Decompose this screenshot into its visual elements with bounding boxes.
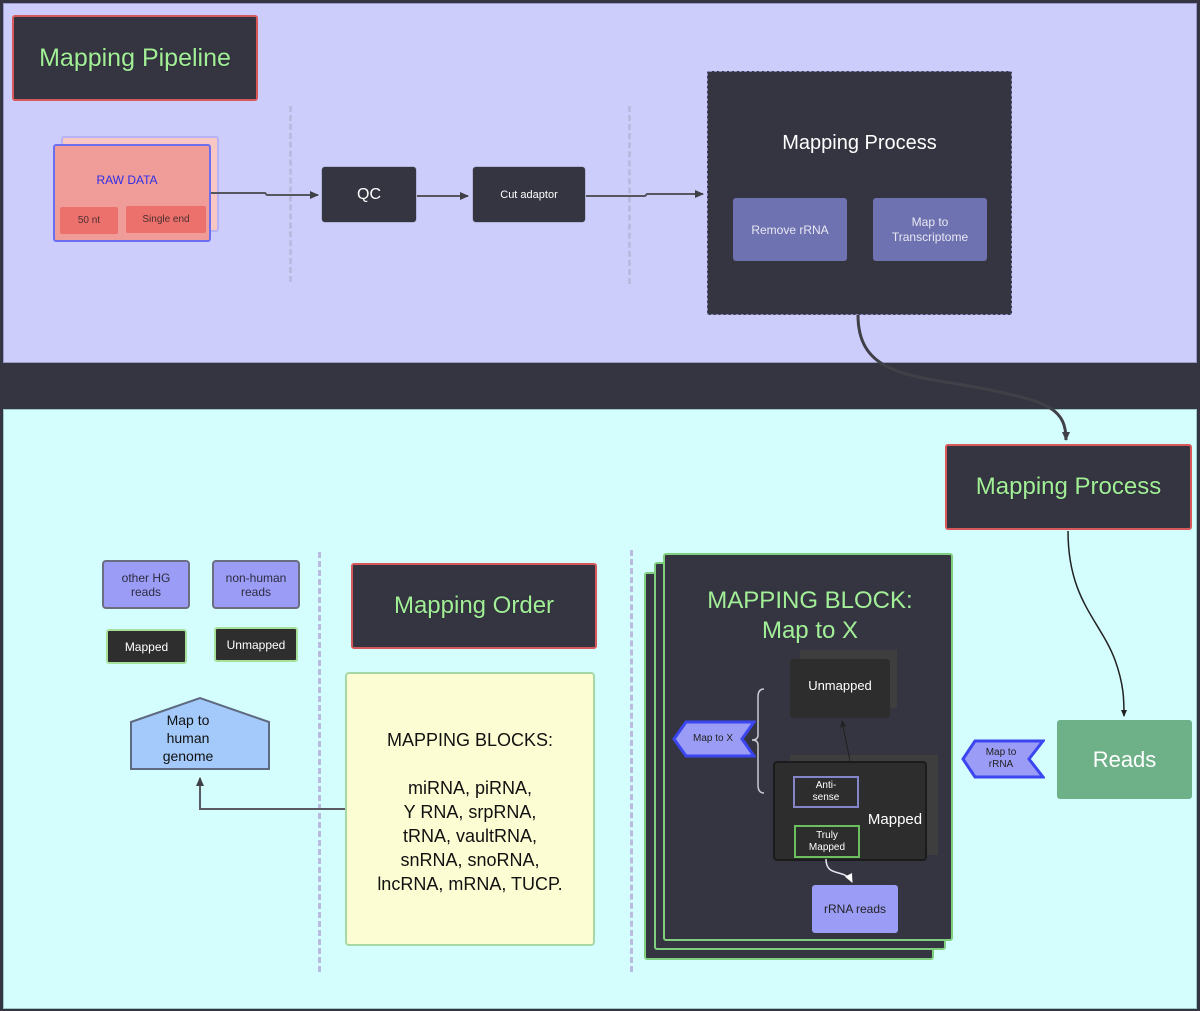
antisense-node[interactable]: Anti-sense (793, 776, 859, 808)
map-to-transcriptome-step[interactable]: Map to Transcriptome (873, 198, 987, 261)
map-to-human-genome-shape[interactable] (128, 695, 272, 772)
reads-node[interactable]: Reads (1057, 720, 1192, 799)
mapping-block-title-line1: MAPPING BLOCK: (707, 587, 913, 614)
mapping-blocks-heading: MAPPING BLOCKS: (386, 730, 554, 750)
mapping-process-title-text: Mapping Process (975, 473, 1162, 500)
qc-label: QC (357, 185, 381, 203)
rrna-reads-node[interactable]: rRNA reads (812, 885, 898, 933)
legend-mapped-label: Mapped (124, 639, 169, 654)
remove-rrna-label: Remove rRNA (751, 222, 829, 237)
qc-node[interactable]: QC (322, 167, 416, 222)
mapping-blocks-line: snRNA, snoRNA, (400, 850, 540, 870)
mapping-blocks-line: miRNA, piRNA, (407, 778, 532, 798)
mapping-pipeline-title-text: Mapping Pipeline (39, 43, 231, 72)
tag-single-end: Single end (126, 206, 206, 233)
legend-mapped: Mapped (106, 629, 187, 664)
truly-mapped-label: Truly Mapped (808, 829, 846, 853)
mapping-pipeline-title[interactable]: Mapping Pipeline (12, 15, 258, 101)
legend-non-human-reads: non-human reads (212, 560, 300, 609)
map-to-x-label: Map to X (692, 732, 734, 744)
mapping-block-title-line2: Map to X (761, 617, 859, 644)
mapping-blocks-note[interactable]: MAPPING BLOCKS: miRNA, piRNA, Y RNA, srp… (345, 672, 595, 946)
map-to-transcriptome-label: Map to Transcriptome (891, 214, 969, 244)
legend-unmapped-label: Unmapped (226, 637, 286, 652)
truly-mapped-node[interactable]: Truly Mapped (794, 825, 860, 858)
reads-label: Reads (1092, 746, 1157, 772)
legend-non-human-reads-label: non-human reads (225, 570, 287, 599)
legend-other-hg-reads-label: other HG reads (121, 570, 171, 599)
raw-data-node[interactable]: RAW DATA 50 nt Single end (53, 144, 211, 242)
map-to-rrna-label: Map to rRNA (985, 747, 1017, 770)
mapping-process-heading: Mapping Process (782, 131, 937, 154)
cut-adaptor-node[interactable]: Cut adaptor (473, 167, 585, 222)
unmapped-node[interactable]: Unmapped (790, 659, 890, 718)
tag-read-length: 50 nt (60, 207, 118, 234)
mapping-order-title[interactable]: Mapping Order (351, 563, 597, 649)
mapping-order-title-text: Mapping Order (393, 592, 555, 619)
map-to-human-genome-label: Map to human genome (162, 712, 214, 764)
divider-3 (318, 552, 321, 972)
mapping-blocks-line: Y RNA, srpRNA, (403, 802, 537, 822)
cut-adaptor-label: Cut adaptor (500, 188, 558, 201)
rrna-reads-label: rRNA reads (823, 902, 887, 916)
mapping-process-title[interactable]: Mapping Process (945, 444, 1192, 530)
map-to-x-flag[interactable] (672, 720, 756, 758)
legend-other-hg-reads: other HG reads (102, 560, 190, 609)
mapping-process-container[interactable]: Mapping Process Remove rRNA Map to Trans… (707, 71, 1012, 315)
map-to-rrna-flag[interactable] (961, 739, 1045, 779)
mapped-node[interactable]: Anti-sense Mapped Truly Mapped (773, 761, 927, 861)
legend-unmapped: Unmapped (214, 627, 298, 662)
antisense-label: Anti-sense (812, 780, 840, 803)
raw-data-label: RAW DATA (96, 173, 158, 187)
divider-2 (628, 106, 631, 284)
mapping-blocks-line: tRNA, vaultRNA, (402, 826, 538, 846)
remove-rrna-step[interactable]: Remove rRNA (733, 198, 847, 261)
mapping-blocks-line: lncRNA, mRNA, TUCP. (377, 874, 563, 894)
mapped-node-label: Mapped (867, 810, 923, 828)
unmapped-node-label: Unmapped (808, 678, 872, 693)
divider-4 (630, 550, 633, 972)
divider-1 (289, 106, 292, 282)
